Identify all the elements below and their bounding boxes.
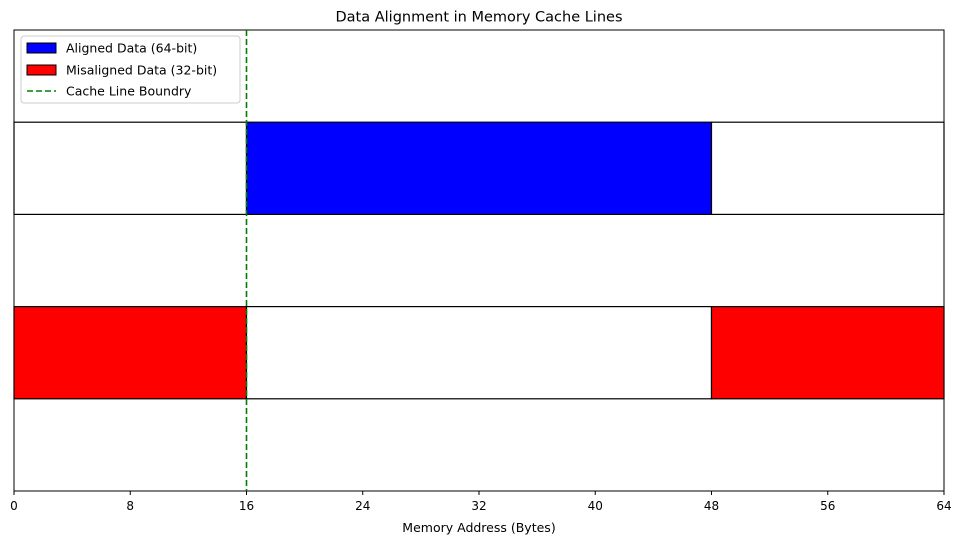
bar-segment-row1-1 bbox=[245, 306, 713, 400]
x-tick-label: 40 bbox=[588, 499, 603, 513]
bar-segment-row1-0 bbox=[13, 306, 248, 400]
x-tick-label: 8 bbox=[126, 499, 134, 513]
legend-swatch-0 bbox=[26, 42, 57, 54]
x-tick-label: 24 bbox=[355, 499, 370, 513]
legend: Aligned Data (64-bit) Misaligned Data (32… bbox=[20, 35, 241, 104]
bar-segment-row0-0 bbox=[13, 121, 248, 215]
plot-area bbox=[13, 29, 945, 492]
x-tick-label: 16 bbox=[239, 499, 254, 513]
x-tick-label: 0 bbox=[10, 499, 18, 513]
legend-label-0: Aligned Data (64-bit) bbox=[66, 41, 197, 56]
legend-label-1: Misaligned Data (32-bit) bbox=[66, 63, 217, 78]
x-tick-label: 48 bbox=[704, 499, 719, 513]
x-tick-label: 64 bbox=[936, 499, 951, 513]
legend-label-2: Cache Line Boundry bbox=[66, 84, 192, 99]
legend-swatch-1 bbox=[26, 64, 57, 76]
x-axis: 0 8 16 24 32 40 48 56 64 bbox=[10, 491, 952, 513]
x-tick-label: 56 bbox=[820, 499, 835, 513]
bar-segment-row1-2 bbox=[710, 306, 945, 400]
x-axis-label: Memory Address (Bytes) bbox=[402, 520, 555, 535]
chart-title: Data Alignment in Memory Cache Lines bbox=[335, 10, 622, 26]
plot-background bbox=[14, 30, 944, 491]
bar-segment-row0-1 bbox=[245, 121, 713, 215]
x-tick-label: 32 bbox=[471, 499, 486, 513]
legend-box bbox=[20, 35, 241, 104]
bar-segment-row0-2 bbox=[710, 121, 945, 215]
